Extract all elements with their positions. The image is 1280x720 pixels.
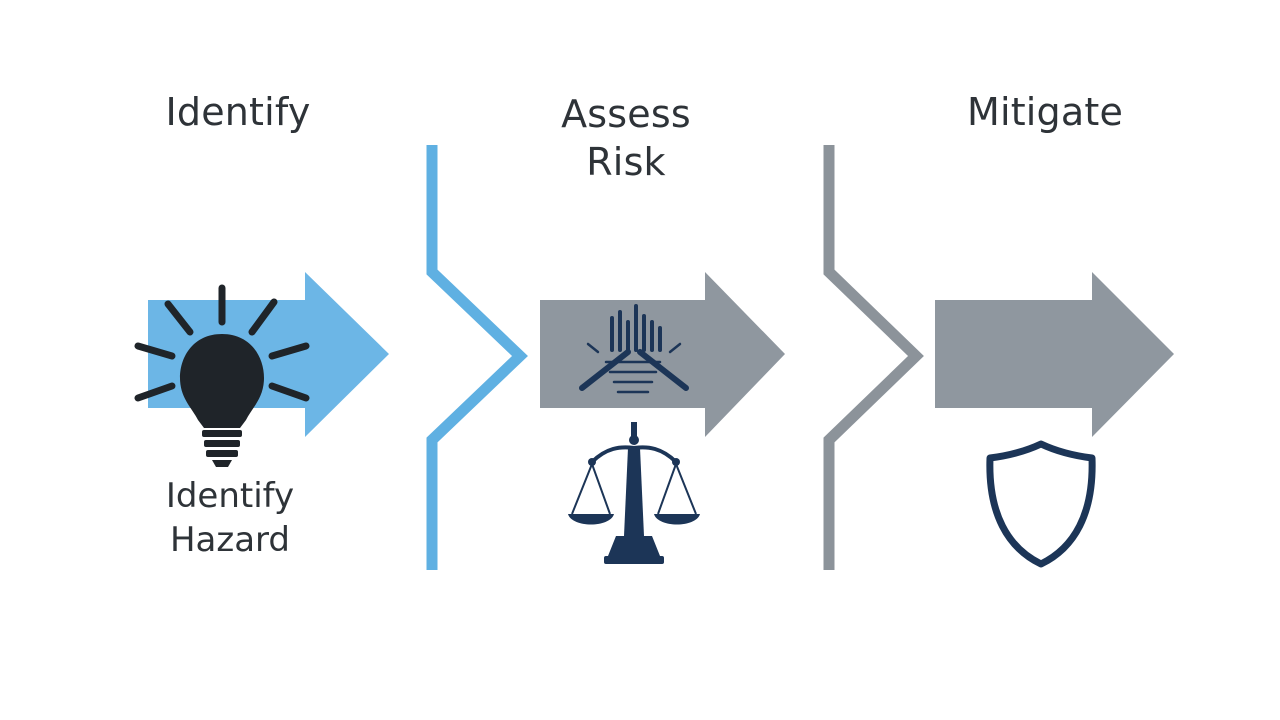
step-1-heading-line: Identify: [165, 90, 311, 134]
step-3-arrow: [935, 272, 1174, 437]
step-3-heading: Mitigate: [945, 88, 1145, 136]
step-2-heading-line-1: Assess: [561, 92, 691, 136]
divider-2: [823, 145, 924, 570]
step-3-heading-line: Mitigate: [966, 90, 1124, 134]
chart-glyph: [579, 304, 689, 394]
step-2-arrow: [540, 272, 785, 437]
lightbulb-icon: [134, 284, 310, 467]
step-1-label-line-2: Hazard: [169, 520, 291, 560]
step-1-heading: Identify: [138, 88, 338, 136]
divider-1: [426, 145, 528, 570]
shield-icon: [986, 440, 1096, 568]
step-1-label-line-1: Identify: [165, 476, 295, 516]
step-2-heading-line-2: Risk: [586, 140, 666, 184]
balance-scale-icon: [568, 422, 700, 564]
step-1-arrow: [148, 272, 389, 437]
